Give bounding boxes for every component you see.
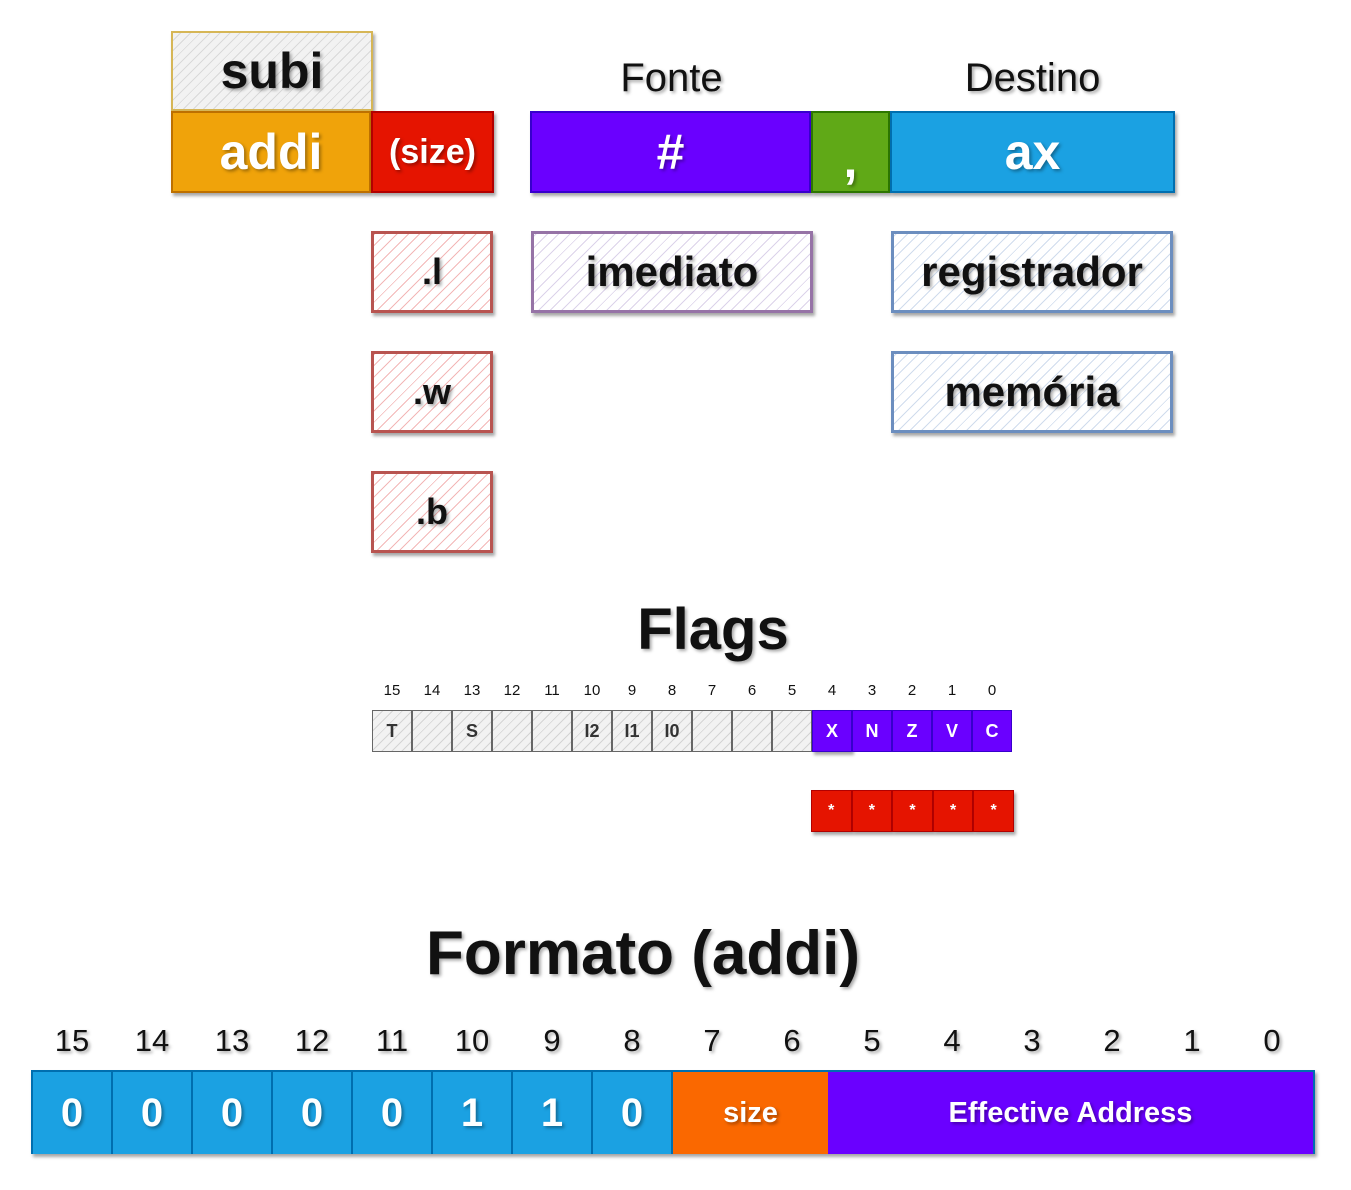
flag-bit-number: 4: [827, 682, 837, 699]
flag-bit-number: 3: [867, 682, 877, 699]
opcode-bit-cell: 1: [513, 1072, 593, 1154]
format-bit-number: 0: [1263, 1023, 1281, 1058]
flag-bit-number: 2: [907, 682, 917, 699]
opcode-bit-cell: 0: [193, 1072, 273, 1154]
size-suffix-label: (size): [389, 132, 476, 171]
subi-label: subi: [220, 43, 324, 99]
flag-bit-number: 10: [583, 682, 601, 699]
flag-bit-number: 13: [463, 682, 481, 699]
format-bit-number: 4: [943, 1023, 961, 1058]
size-option-long: .l: [371, 231, 493, 313]
opcode-bit-cell: 0: [353, 1072, 433, 1154]
dest-option-label: memória: [944, 368, 1120, 415]
flag-cell: S: [452, 710, 492, 752]
opcode-bit-cell: 0: [33, 1072, 113, 1154]
operand-separator-box: ,: [811, 111, 890, 193]
subi-mnemonic-box: subi: [171, 31, 373, 111]
flag-cell: I2: [572, 710, 612, 752]
flag-cell: [412, 710, 452, 752]
flag-cell: [772, 710, 812, 752]
flag-bit-number: 11: [544, 682, 560, 699]
destination-operand-box: ax: [890, 111, 1175, 193]
flag-bit-number: 7: [707, 682, 717, 699]
format-bit-number: 14: [134, 1023, 170, 1058]
flag-bit-number: 1: [947, 682, 957, 699]
size-option-word: .w: [371, 351, 493, 433]
dest-option-label: registrador: [921, 248, 1143, 295]
size-field-cell: size: [673, 1072, 828, 1154]
affected-flag-marker: *: [973, 790, 1014, 832]
flag-bit-number: 8: [667, 682, 677, 699]
format-bit-number: 9: [543, 1023, 561, 1058]
flag-cell: [732, 710, 772, 752]
flag-bit-number: 15: [383, 682, 401, 699]
destination-header: Destino: [964, 56, 1101, 100]
format-bit-number: 7: [703, 1023, 721, 1058]
size-option-label: .b: [416, 491, 448, 532]
affected-flag-marker: *: [932, 790, 974, 832]
format-bit-number: 12: [294, 1023, 330, 1058]
dest-option-register: registrador: [891, 231, 1173, 313]
format-bit-number: 13: [214, 1023, 250, 1058]
flags-affected-row: *****: [811, 790, 1014, 832]
effective-address-cell: Effective Address: [828, 1072, 1313, 1154]
immediate-symbol: #: [656, 124, 685, 180]
flag-cell: Z: [892, 710, 932, 752]
flag-cell: I1: [612, 710, 652, 752]
flag-cell: [492, 710, 532, 752]
opcode-bit-cell: 1: [433, 1072, 513, 1154]
ax-label: ax: [1004, 124, 1061, 180]
format-bit-number: 5: [863, 1023, 881, 1058]
flag-bit-number: 9: [627, 682, 637, 699]
size-option-label: .w: [412, 371, 451, 412]
affected-flag-marker: *: [851, 790, 893, 832]
flag-bit-number: 14: [423, 682, 441, 699]
opcode-bit-cell: 0: [273, 1072, 353, 1154]
format-bit-number: 2: [1103, 1023, 1121, 1058]
format-bit-number: 10: [454, 1023, 490, 1058]
flag-cell: [532, 710, 572, 752]
format-bit-number: 8: [623, 1023, 641, 1058]
format-bit-number: 15: [54, 1023, 90, 1058]
flag-cell: I0: [652, 710, 692, 752]
flag-bit-number: 5: [787, 682, 797, 699]
dest-option-memory: memória: [891, 351, 1173, 433]
comma-symbol: ,: [843, 132, 858, 188]
opcode-bit-cell: 0: [113, 1072, 193, 1154]
source-option-label: imediato: [585, 248, 759, 295]
format-bit-number: 3: [1023, 1023, 1041, 1058]
addi-label: addi: [219, 124, 323, 180]
flag-bit-number: 12: [503, 682, 521, 699]
size-option-label: .l: [421, 251, 442, 292]
source-option-immediate: imediato: [531, 231, 813, 313]
format-title: Formato (addi): [426, 919, 860, 988]
flag-bit-number: 6: [747, 682, 757, 699]
flag-bit-number: 0: [987, 682, 997, 699]
format-bit-number: 1: [1183, 1023, 1201, 1058]
flag-cell: T: [372, 710, 412, 752]
flags-title: Flags: [637, 597, 789, 662]
flag-cell: X: [812, 710, 852, 752]
flag-cell: V: [932, 710, 972, 752]
affected-flag-marker: *: [811, 790, 852, 832]
size-option-byte: .b: [371, 471, 493, 553]
flag-cell: [692, 710, 732, 752]
size-suffix-box: (size): [371, 111, 494, 193]
affected-flag-marker: *: [892, 790, 933, 832]
flag-cell: N: [852, 710, 892, 752]
flag-cell: C: [972, 710, 1012, 752]
opcode-bit-cell: 0: [593, 1072, 673, 1154]
format-bit-number: 11: [375, 1023, 409, 1058]
source-operand-box: #: [530, 111, 811, 193]
source-header: Fonte: [620, 56, 723, 100]
format-bit-number: 6: [783, 1023, 801, 1058]
addi-mnemonic-box: addi: [171, 111, 371, 193]
